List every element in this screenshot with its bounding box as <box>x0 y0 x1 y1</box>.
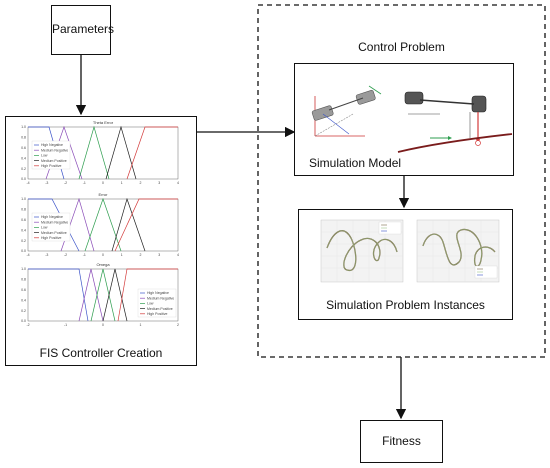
y-tick-label: 0.8 <box>21 136 26 140</box>
x-tick-label: -2 <box>64 253 67 257</box>
mf-curve <box>90 268 116 322</box>
control-problem-label: Control Problem <box>358 40 445 54</box>
control-problem-container <box>257 4 546 358</box>
mf-legend-label: Medium Positive <box>41 231 67 235</box>
x-tick-label: -2 <box>64 181 67 185</box>
x-tick-label: 3 <box>158 181 160 185</box>
mf-panel-title: Error <box>99 192 109 197</box>
y-tick-label: 0.6 <box>21 218 26 222</box>
mf-panel-1: Theta Error 1.0 0.8 0.6 0.4 0.2 0.0-4 -3 -2 -1 0 1 2… <box>21 120 179 185</box>
mf-curve <box>126 126 178 180</box>
mf-legend-label: Medium Negative <box>41 220 68 224</box>
x-tick-label: 2 <box>177 323 179 327</box>
x-tick-label: -3 <box>45 181 48 185</box>
mf-legend-label: Low <box>147 302 154 306</box>
x-tick-label: 4 <box>177 181 179 185</box>
x-tick-label: 3 <box>158 253 160 257</box>
x-tick-label: 2 <box>140 253 142 257</box>
x-tick-label: -4 <box>26 181 29 185</box>
mf-plot-frame <box>27 126 179 180</box>
y-tick-label: 0.2 <box>21 309 26 313</box>
y-tick-label: 0.6 <box>21 288 26 292</box>
parameters-node: Parameters <box>51 5 115 55</box>
x-tick-label: -1 <box>83 253 86 257</box>
y-tick-label: 0.0 <box>21 249 26 253</box>
y-tick-label: 0.2 <box>21 239 26 243</box>
y-tick-label: 0.0 <box>21 319 26 323</box>
y-tick-label: 0.4 <box>21 298 26 302</box>
mf-legend-label: High Negative <box>41 215 63 219</box>
x-tick-label: 1 <box>121 253 123 257</box>
simulation-instances-node: Simulation Problem Instances <box>298 209 513 320</box>
simulation-model-node: Simulation Model <box>294 63 514 176</box>
x-tick-label: 1 <box>121 181 123 185</box>
mf-legend-box <box>137 288 177 318</box>
x-tick-label: 2 <box>140 181 142 185</box>
mf-curve <box>84 197 122 252</box>
mf-panel-title: Theta Error <box>93 120 114 125</box>
mf-curve <box>28 268 89 322</box>
mf-legend-label: Medium Positive <box>147 307 173 311</box>
mf-legend-label: High Negative <box>41 143 63 147</box>
mf-legend-box <box>31 212 71 242</box>
y-tick-label: 0.2 <box>21 167 26 171</box>
mf-curve <box>78 125 110 180</box>
simulation-instances-label: Simulation Problem Instances <box>326 298 485 312</box>
mf-curve <box>78 268 104 322</box>
x-tick-label: -3 <box>45 253 48 257</box>
y-tick-label: 0.4 <box>21 156 26 160</box>
mf-legend-label: Medium Negative <box>147 296 174 300</box>
mf-legend-label: Medium Positive <box>41 159 67 163</box>
mf-legend-box <box>31 140 71 170</box>
mf-legend-label: High Negative <box>147 291 169 295</box>
y-tick-label: 1.0 <box>21 125 26 129</box>
trajectory-plots <box>320 219 500 283</box>
y-tick-label: 0.0 <box>21 177 26 181</box>
mf-legend-label: High Positive <box>41 236 61 240</box>
fitness-node: Fitness <box>360 420 443 463</box>
x-tick-label: -2 <box>26 323 29 327</box>
x-tick-label: -1 <box>64 323 67 327</box>
mf-legend-label: High Positive <box>147 312 167 316</box>
mf-panel-title: Omega <box>96 262 110 267</box>
y-tick-label: 0.4 <box>21 228 26 232</box>
vehicle-illustration <box>311 85 513 153</box>
mf-legend-label: Medium Negative <box>41 148 68 152</box>
mf-curve <box>102 268 128 322</box>
mf-curve <box>117 268 178 322</box>
parameters-label: Parameters <box>52 22 115 36</box>
x-tick-label: 4 <box>177 253 179 257</box>
mf-curve <box>105 125 137 180</box>
mf-curve <box>114 198 178 252</box>
mf-panel-3: Omega 1.0 0.8 0.6 0.4 0.2 0.0-2 -1 0 1 2 High Negat… <box>21 262 179 327</box>
y-tick-label: 0.8 <box>21 208 26 212</box>
y-tick-label: 0.8 <box>21 278 26 282</box>
mf-curve <box>111 197 146 252</box>
y-tick-label: 1.0 <box>21 197 26 201</box>
simulation-model-label: Simulation Model <box>309 156 402 170</box>
mf-panel-2: Error 1.0 0.8 0.6 0.4 0.2 0.0-4 -3 -2 -1 0 1 2 3 4 High… <box>21 192 179 257</box>
x-tick-label: 0 <box>102 181 104 185</box>
fis-controller-label: FIS Controller Creation <box>39 346 163 360</box>
x-tick-label: 0 <box>102 253 104 257</box>
mf-legend-label: High Positive <box>41 164 61 168</box>
x-tick-label: 1 <box>140 323 142 327</box>
y-tick-label: 0.6 <box>21 146 26 150</box>
mf-legend-label: Low <box>41 154 48 158</box>
x-tick-label: 0 <box>102 323 104 327</box>
mf-legend-label: Low <box>41 226 48 230</box>
x-tick-label: -4 <box>26 253 29 257</box>
x-tick-label: -1 <box>83 181 86 185</box>
fitness-label: Fitness <box>382 434 421 448</box>
y-tick-label: 1.0 <box>21 267 26 271</box>
